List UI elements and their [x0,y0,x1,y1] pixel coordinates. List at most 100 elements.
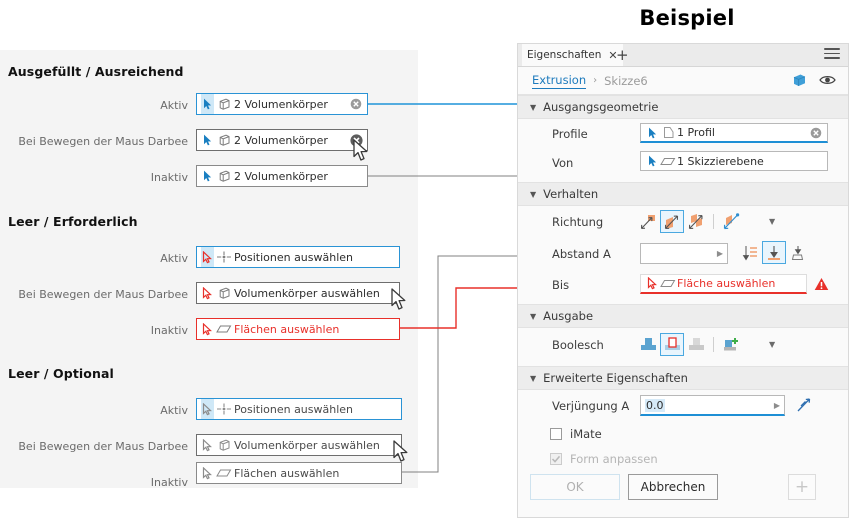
face-plane-icon [659,278,677,289]
row-profile: Profile 1 Profil [518,119,848,148]
row-richtung: Richtung ▼ [518,206,848,238]
field-hover-erforderlich[interactable]: Volumenkörper auswählen [196,282,400,304]
verjuengung-value: 0.0 [645,398,665,412]
plus-icon[interactable]: + [616,46,629,64]
field-aktiv-ausgefuellt[interactable]: 2 Volumenkörper [196,93,368,115]
field-profile[interactable]: 1 Profil [640,123,828,143]
direction-symmetric-icon[interactable] [684,210,708,233]
boolean-intersect-icon[interactable] [684,333,708,356]
direction-default-icon[interactable] [636,210,660,233]
direction-asymmetric-icon[interactable] [719,210,743,233]
boolean-cut-icon[interactable] [660,333,684,356]
clear-x-icon[interactable] [349,98,363,110]
field-aktiv-optional[interactable]: Positionen auswählen [196,398,402,420]
field-inaktiv-ausgefuellt[interactable]: 2 Volumenkörper [196,165,368,187]
row-label-inaktiv-3: Inaktiv [150,476,188,489]
field-value: 2 Volumenkörper [234,133,328,147]
boolean-join-icon[interactable] [636,333,660,356]
cancel-button[interactable]: Abbrechen [628,474,718,500]
plus-icon[interactable]: + [788,474,816,500]
field-inaktiv-optional[interactable]: Flächen auswählen [196,462,402,484]
taper-angle-icon[interactable] [796,397,812,416]
field-placeholder: Flächen auswählen [234,466,340,480]
arrow-red-icon [201,322,214,336]
expand-arrow-icon[interactable]: ▶ [773,400,780,410]
hamburger-icon[interactable] [824,48,840,61]
label-richtung: Richtung [552,215,604,229]
divider [713,214,714,229]
breadcrumb-extrusion[interactable]: Extrusion [532,72,587,89]
breadcrumb-skizze[interactable]: Skizze6 [604,73,648,88]
properties-dialog: Eigenschaften ✕ + Extrusion › Skizze6 ▼ … [517,43,849,518]
group-header-verhalten[interactable]: ▼ Verhalten [518,182,848,206]
solid-body-icon [214,438,233,452]
chevron-down-icon[interactable]: ▼ [769,217,776,226]
field-bis[interactable]: Fläche auswählen [640,274,807,294]
row-label-hover-3: Bei Bewegen der Maus Darbee [18,440,188,453]
face-plane-icon [214,323,233,335]
eye-icon[interactable] [819,74,836,89]
solid-body-icon [214,97,233,111]
page-title: Beispiel [639,6,735,30]
field-aktiv-erforderlich[interactable]: Positionen auswählen [196,246,400,268]
breadcrumb-separator: › [593,75,598,86]
group-title: Verhalten [543,187,599,201]
arrow-gray-icon [201,438,214,452]
row-abstand-a: Abstand A ▶ [518,238,848,269]
caret-down-icon: ▼ [530,373,537,383]
field-value: 2 Volumenkörper [234,169,328,183]
group-header-ausgabe[interactable]: ▼ Ausgabe [518,304,848,328]
expand-arrow-icon[interactable]: ▶ [716,249,723,258]
group-header-erweiterte[interactable]: ▼ Erweiterte Eigenschaften [518,366,848,390]
spec-panel [0,50,418,488]
tab-label: Eigenschaften [527,49,602,61]
arrow-red-icon [201,247,214,267]
row-form-anpassen: Form anpassen [518,446,848,472]
arrow-gray-icon [201,399,214,419]
field-inaktiv-erforderlich[interactable]: Flächen auswählen [196,318,400,340]
boolean-new-solid-icon[interactable] [719,333,743,356]
solid-body-icon [214,169,233,183]
section-heading-leer-optional: Leer / Optional [8,366,114,381]
extent-through-all-icon[interactable] [786,241,810,264]
extent-to-icon[interactable] [762,241,786,264]
label-verjuengung-a: Verjüngung A [552,399,630,413]
row-label-hover-1: Bei Bewegen der Maus Darbee [18,135,188,148]
direction-flipped-icon[interactable] [660,210,684,233]
caret-down-icon: ▼ [530,311,537,321]
field-von[interactable]: 1 Skizzierebene [640,151,828,171]
row-verjuengung-a: Verjüngung A 0.0 ▶ [518,390,848,422]
field-placeholder: Volumenkörper auswählen [234,286,380,300]
field-value: 1 Skizzierebene [677,154,764,168]
clear-x-icon[interactable] [809,127,823,139]
checkbox-imate[interactable] [550,428,562,440]
row-label-aktiv-2: Aktiv [160,252,188,265]
arrow-red-icon [201,286,214,300]
tab-eigenschaften[interactable]: Eigenschaften ✕ [522,44,623,66]
close-icon[interactable]: ✕ [608,48,618,62]
arrow-blue-icon [201,170,214,182]
dialog-footer: OK Abbrechen + [518,472,848,512]
field-hover-optional[interactable]: Volumenkörper auswählen [196,434,402,456]
ok-button[interactable]: OK [530,474,620,500]
caret-down-icon: ▼ [530,189,537,199]
field-hover-ausgefuellt[interactable]: 2 Volumenkörper [196,129,368,151]
breadcrumb: Extrusion › Skizze6 [518,67,848,95]
chevron-down-icon[interactable]: ▼ [769,340,776,349]
label-boolesch: Boolesch [552,338,604,352]
arrow-red-icon [645,277,659,290]
warning-triangle-icon[interactable] [814,277,829,294]
clear-x-icon[interactable] [349,133,363,147]
arrow-blue-icon [201,94,214,114]
group-header-ausgangsgeometrie[interactable]: ▼ Ausgangsgeometrie [518,95,848,119]
tab-strip: Eigenschaften ✕ + [518,44,848,67]
checkbox-form-anpassen [550,453,562,465]
row-von: Von 1 Skizzierebene [518,148,848,178]
input-verjuengung-a[interactable]: 0.0 ▶ [640,395,785,416]
input-abstand-a[interactable]: ▶ [640,243,728,264]
row-label-hover-2: Bei Bewegen der Maus Darbee [18,288,188,301]
extent-distance-icon[interactable] [738,241,762,264]
solid-cube-icon[interactable] [791,72,808,92]
row-imate[interactable]: iMate [518,422,848,446]
face-plane-icon [659,156,677,167]
